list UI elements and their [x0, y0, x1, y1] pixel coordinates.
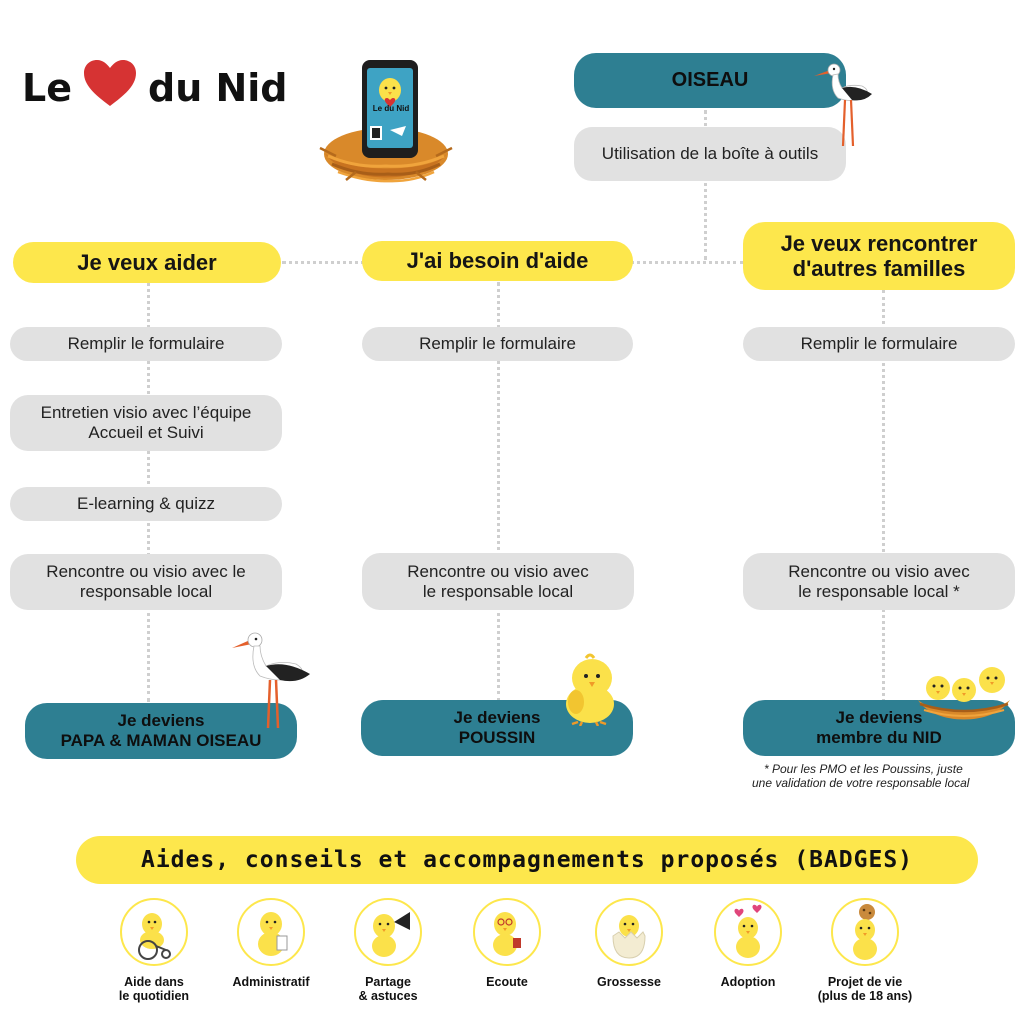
chick-hearts-icon — [714, 898, 782, 966]
stork-illustration — [230, 626, 312, 730]
col1-step-elearning: E-learning & quizz — [10, 487, 282, 521]
chick-wheelchair-icon — [120, 898, 188, 966]
badge-administratif: Administratif — [211, 898, 331, 990]
chick-icon — [237, 898, 305, 966]
badge-partage-astuces: Partage& astuces — [328, 898, 448, 1004]
chick-megaphone-icon — [354, 898, 422, 966]
chick-glasses-icon — [473, 898, 541, 966]
connector-col2 — [497, 282, 500, 702]
chick-egg-icon — [595, 898, 663, 966]
col2-result-poussin: Je deviens POUSSIN — [361, 700, 633, 756]
nest-with-chicks-illustration — [914, 660, 1014, 724]
col2-step-rencontre: Rencontre ou visio avec le responsable l… — [362, 553, 634, 610]
col3-result-membre-nid: Je deviens membre du NID — [743, 700, 1015, 756]
logo-word-right: du Nid — [148, 65, 288, 110]
column-header-rencontrer-familles: Je veux rencontrer d'autres familles — [743, 222, 1015, 290]
phone-in-nest-illustration: Le du Nid — [316, 56, 456, 191]
heart-icon — [82, 58, 138, 117]
col1-step-rencontre: Rencontre ou visio avec le responsable l… — [10, 554, 282, 610]
col3-step-rencontre: Rencontre ou visio avec le responsable l… — [743, 553, 1015, 610]
badges-title: Aides, conseils et accompagnements propo… — [76, 836, 978, 884]
connector-oiseau — [704, 110, 707, 260]
logo: Le du Nid — [22, 58, 288, 117]
col1-step-formulaire: Remplir le formulaire — [10, 327, 282, 361]
chick-illustration — [560, 652, 624, 727]
col1-result-papa-maman-oiseau: Je deviens PAPA & MAMAN OISEAU — [25, 703, 297, 759]
column-header-je-veux-aider: Je veux aider — [13, 242, 281, 283]
stork-illustration-top — [812, 54, 876, 150]
column-header-besoin-aide: J'ai besoin d'aide — [362, 241, 633, 281]
badge-adoption: Adoption — [688, 898, 808, 990]
badge-grossesse: Grossesse — [569, 898, 689, 990]
col1-step-entretien: Entretien visio avec l’équipe Accueil et… — [10, 395, 282, 451]
oiseau-step-toolbox: Utilisation de la boîte à outils — [574, 127, 846, 181]
phone-screen-text: Le du Nid — [372, 104, 410, 113]
logo-word-left: Le — [22, 65, 72, 110]
badge-projet-de-vie: Projet de vie(plus de 18 ans) — [805, 898, 925, 1004]
connector-col3 — [882, 290, 885, 702]
footnote: * Pour les PMO et les Poussins, juste un… — [752, 762, 970, 791]
oiseau-header: OISEAU — [574, 53, 846, 108]
badge-ecoute: Ecoute — [447, 898, 567, 990]
chick-cookie-icon — [831, 898, 899, 966]
col3-step-formulaire: Remplir le formulaire — [743, 327, 1015, 361]
col2-step-formulaire: Remplir le formulaire — [362, 327, 633, 361]
